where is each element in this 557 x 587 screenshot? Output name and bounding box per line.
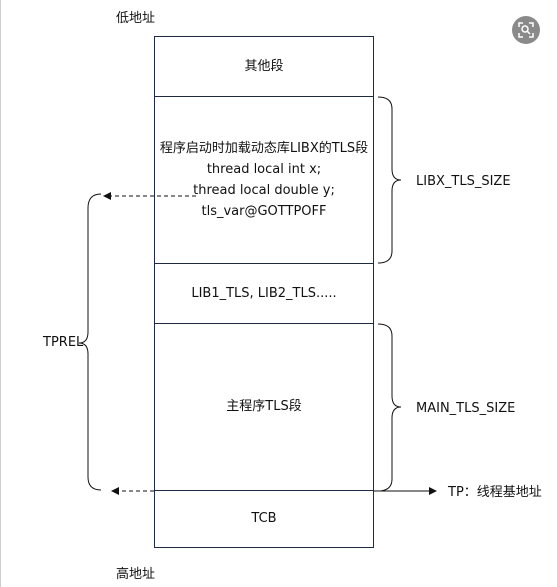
other-segment: 其他段 — [154, 36, 374, 97]
other-segment-label: 其他段 — [244, 58, 284, 74]
libx-tls-size-label: LIBX_TLS_SIZE — [416, 174, 511, 189]
tprel-label: TPREL — [43, 335, 84, 350]
libx-var-x: thread local int x; — [206, 162, 322, 177]
tprel-brace — [78, 193, 102, 491]
libx-size-brace — [377, 96, 402, 264]
tcb-segment: TCB — [154, 490, 374, 548]
tcb-label: TCB — [251, 511, 277, 526]
libs-tls-label: LIB1_TLS, LIB2_TLS..... — [191, 285, 337, 301]
libx-tls-segment: 程序启动时加载动态库LIBX的TLS段 thread local int x; … — [154, 96, 374, 264]
left-border — [0, 0, 1, 587]
main-size-brace — [377, 323, 402, 492]
libx-tls-title: 程序启动时加载动态库LIBX的TLS段 — [159, 141, 369, 156]
image-search-icon — [518, 22, 534, 38]
image-search-button[interactable] — [512, 16, 540, 44]
libx-tls-offset: tls_var@GOTTPOFF — [201, 204, 327, 219]
main-tls-label: 主程序TLS段 — [226, 399, 302, 414]
tp-base-label: TP：线程基地址 — [448, 485, 542, 500]
high-address-label: 高地址 — [116, 567, 156, 582]
low-address-label: 低地址 — [116, 11, 156, 26]
main-tls-size-label: MAIN_TLS_SIZE — [416, 401, 516, 416]
libx-var-y: thread local double y; — [193, 183, 335, 198]
